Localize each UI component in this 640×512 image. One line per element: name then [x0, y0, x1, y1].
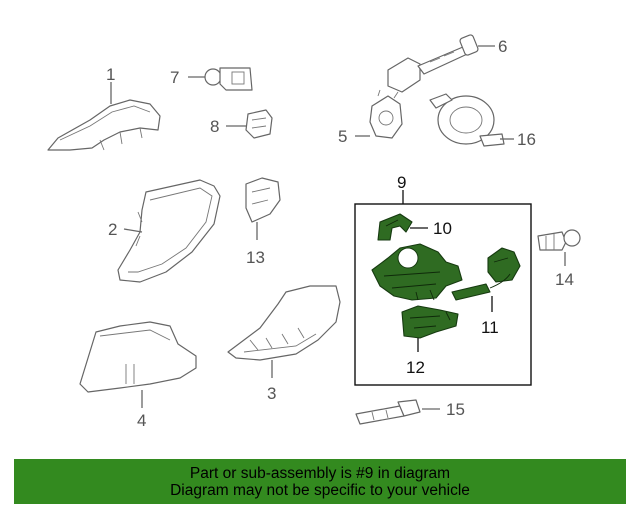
part-10-clip[interactable]: [377, 213, 413, 241]
callout-8[interactable]: 8: [210, 117, 219, 136]
part-8-switch[interactable]: [245, 109, 273, 139]
part-6-lever-switch[interactable]: [387, 34, 479, 93]
part-9-switch-housing[interactable]: [371, 243, 463, 301]
callout-15[interactable]: 15: [446, 400, 465, 419]
part-1-upper-column-cover[interactable]: [47, 99, 161, 151]
callout-3[interactable]: 3: [267, 384, 276, 403]
part-14-socket[interactable]: [537, 229, 581, 251]
callout-10[interactable]: 10: [433, 219, 452, 238]
part-5-sensor[interactable]: [369, 89, 403, 139]
part-9-assembly-box[interactable]: [354, 203, 532, 386]
part-16-clockspring[interactable]: [429, 93, 505, 147]
callout-16[interactable]: 16: [517, 130, 536, 149]
info-banner: Part or sub-assembly is #9 in diagram Di…: [14, 459, 626, 504]
callout-6[interactable]: 6: [498, 37, 507, 56]
callout-2[interactable]: 2: [108, 220, 117, 239]
part-4-lower-shroud[interactable]: [79, 321, 197, 393]
part-11-connector[interactable]: [451, 247, 521, 301]
banner-line-1: Part or sub-assembly is #9 in diagram: [189, 464, 451, 482]
callout-5[interactable]: 5: [338, 127, 347, 146]
part-15-actuator[interactable]: [355, 399, 421, 425]
callout-1[interactable]: 1: [106, 65, 115, 84]
callout-7[interactable]: 7: [170, 68, 179, 87]
callout-12[interactable]: 12: [406, 358, 425, 377]
part-2-trim-bezel[interactable]: [117, 179, 221, 283]
callout-13[interactable]: 13: [246, 248, 265, 267]
callout-11[interactable]: 11: [481, 318, 499, 337]
part-3-lower-column-cover[interactable]: [227, 285, 341, 361]
part-7-connector[interactable]: [204, 67, 253, 91]
leader-2: [123, 228, 143, 233]
part-13-bracket[interactable]: [245, 177, 281, 223]
callout-9[interactable]: 9: [397, 173, 406, 192]
banner-line-2: Diagram may not be specific to your vehi…: [170, 481, 470, 499]
part-12-module[interactable]: [401, 305, 459, 339]
callout-4[interactable]: 4: [137, 411, 146, 430]
callout-14[interactable]: 14: [555, 270, 574, 289]
